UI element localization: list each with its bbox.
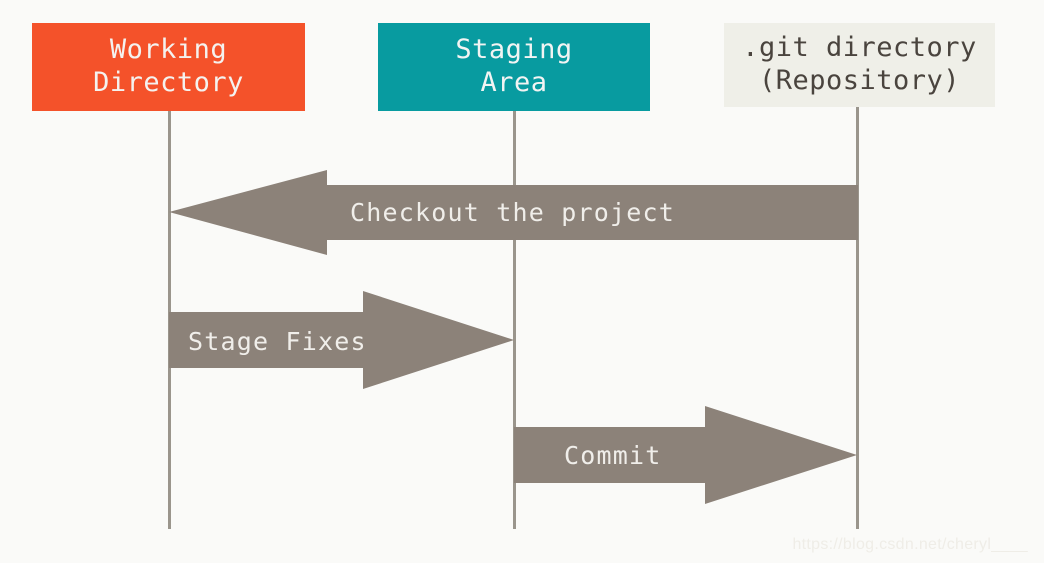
arrow-shape-checkout [169, 170, 858, 255]
arrow-shape-commit [514, 406, 857, 504]
arrow-shape-stage-fixes [169, 291, 514, 389]
arrow-label-commit: Commit [564, 441, 662, 470]
stage-box-staging-area: Staging Area [378, 23, 650, 111]
stage-box-git-directory: .git directory (Repository) [724, 23, 995, 107]
arrow-label-stage-fixes: Stage Fixes [188, 327, 367, 356]
lifeline-staging-area [513, 111, 516, 529]
lifeline-git-directory [856, 107, 859, 529]
stage-box-working-directory: Working Directory [32, 23, 305, 111]
arrow-label-checkout: Checkout the project [350, 198, 676, 227]
watermark-text: https://blog.csdn.net/cheryl____ [792, 536, 1028, 553]
